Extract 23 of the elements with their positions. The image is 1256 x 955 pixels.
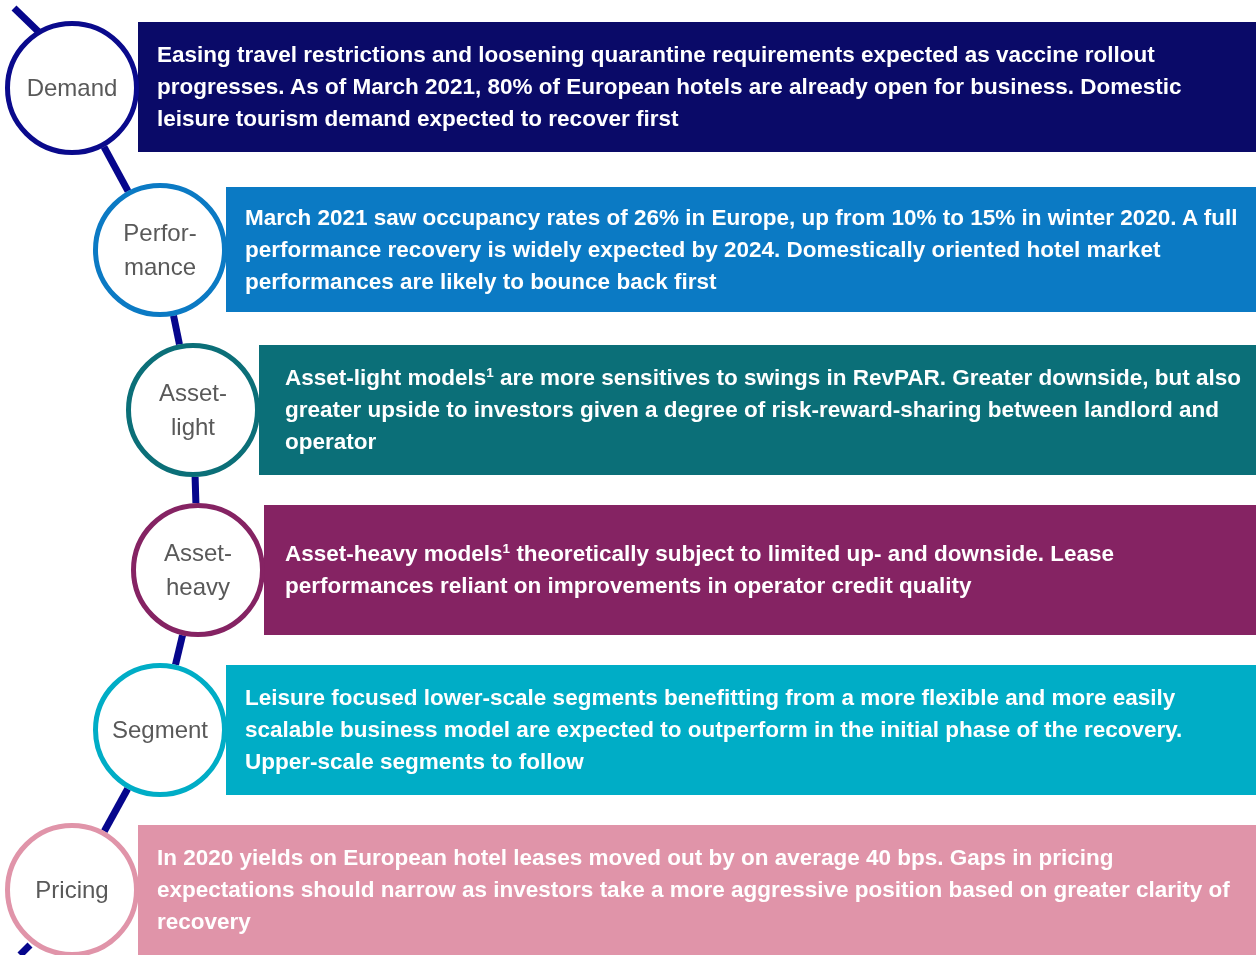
connector-line: [172, 634, 186, 666]
connector-line: [101, 787, 131, 833]
topic-label: Asset- heavy: [163, 538, 233, 602]
topic-label: Segment: [110, 715, 210, 745]
topic-label: Demand: [25, 73, 119, 103]
connector-line: [170, 314, 183, 346]
description-band: [259, 345, 1256, 475]
description-band: [226, 665, 1256, 795]
description-band: [138, 825, 1256, 955]
description-text: March 2021 saw occupancy rates of 26% in Europe, up from 10% to 15% in winter 2020. A full performance recovery is widely expected by 2024. Domestically oriented hotel market performances are likely to bounce back first: [245, 203, 1239, 296]
description-text: In 2020 yields on European hotel leases moved out by on average 40 bps. Gaps in pricing expectations should narrow as investors take a more aggressive position based on greater clarity of recovery: [157, 844, 1231, 936]
description-band: [138, 22, 1256, 152]
topic-label: Asset- light: [158, 378, 228, 442]
topic-label: Perfor- mance: [122, 218, 198, 282]
description-band: [264, 505, 1256, 635]
description-text: Easing travel restrictions and loosening quarantine requirements expected as vaccine rollout progresses. As of March 2021, 80% of European hotels are already open for business. Domestic leisure tourism demand expected to recover first: [157, 41, 1183, 133]
topic-label: Pricing: [34, 875, 110, 905]
description-text: Asset-heavy models$^{1}$ theoretically subject to limited up- and downside. Lease performances reliant on improvements in operator credit quality: [285, 539, 1115, 600]
description-text: Asset-light models$^{1}$ are more sensitives to swings in RevPAR. Greater downside, but also greater upside to investors given a degree of risk-reward-sharing between landlord and operator: [285, 363, 1243, 456]
description-band: [226, 187, 1256, 312]
description-text: Leisure focused lower-scale segments benefitting from a more flexible and more easily scalable business model are expected to outperform in the initial phase of the recovery. Upper-scale segments to follow: [245, 684, 1184, 776]
connector-line: [100, 145, 132, 193]
connector-line: [191, 476, 200, 504]
